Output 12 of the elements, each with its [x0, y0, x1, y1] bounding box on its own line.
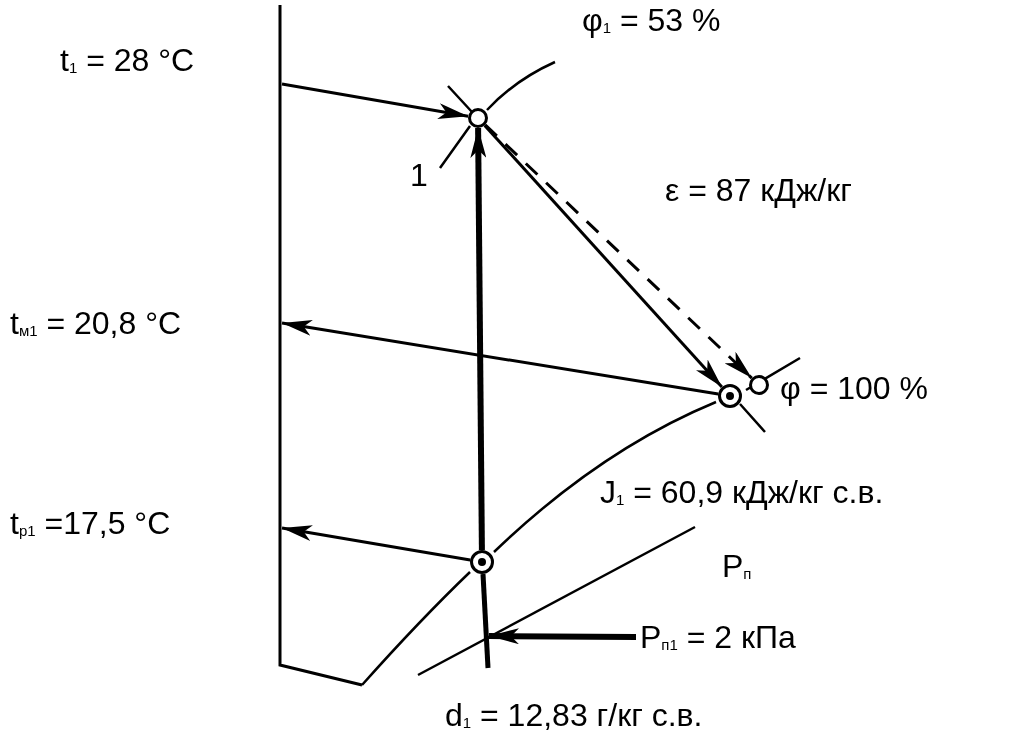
arrow [281, 525, 471, 562]
arrow [281, 319, 719, 396]
state-point-marker [718, 384, 742, 408]
humidity-label: φ = 100 % [780, 372, 928, 404]
arrow [281, 82, 469, 120]
arrow [488, 628, 637, 645]
state-point-circle [749, 375, 769, 395]
arrow [470, 127, 487, 551]
state-point-marker [470, 550, 494, 574]
heat-ratio-label: ε = 87 кДж/кг [665, 174, 852, 206]
point-number: 1 [410, 159, 428, 191]
state-point-circle [468, 108, 488, 128]
